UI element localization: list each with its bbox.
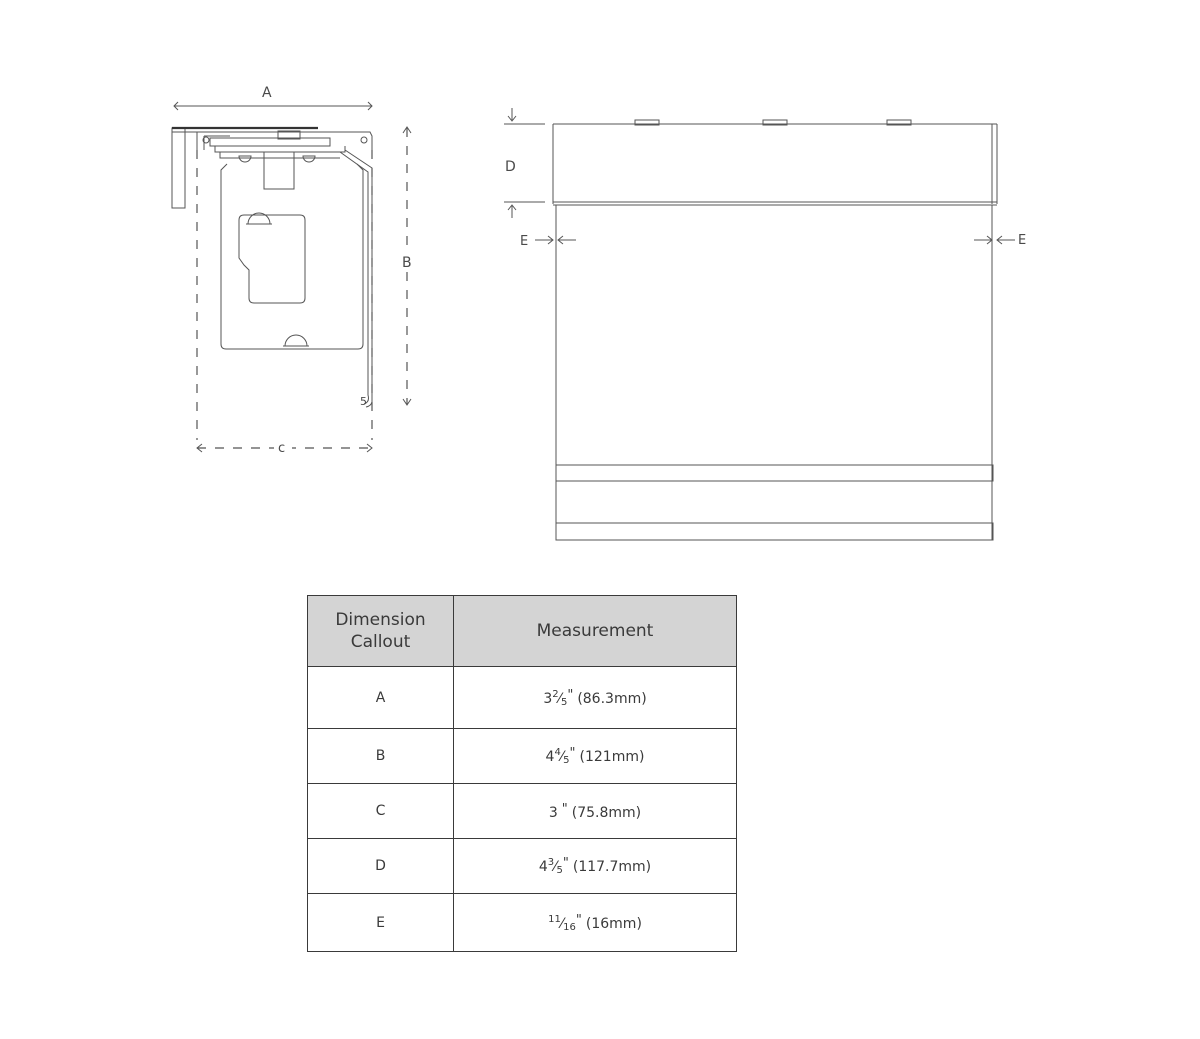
callout-cell: D [307,838,454,894]
dimension-c-label: c [278,441,285,456]
table-header-row: Dimension Callout Measurement [307,595,737,667]
front-headrail [552,123,998,206]
table-row: A 32⁄5"(86.3mm) [307,666,737,729]
callout-cell: A [307,666,454,729]
dimension-e-left-line [535,235,576,245]
header-dimension-callout: Dimension Callout [307,595,454,667]
dimension-e-right-line [974,235,1015,245]
table-row: D 43⁄5"(117.7mm) [307,838,737,894]
dimension-b-label: B [402,255,412,271]
mounting-bracket [220,151,364,350]
measurement-cell: 11⁄16"(16mm) [453,893,737,952]
measurement-cell: 43⁄5"(117.7mm) [453,838,737,894]
shade-fabric [555,205,993,540]
measurement-cell: 44⁄5"(121mm) [453,728,737,784]
dimension-e-right-label: E [1018,233,1026,248]
table-row: E 11⁄16"(16mm) [307,893,737,952]
table-row: B 44⁄5"(121mm) [307,728,737,784]
dimension-d-label: D [505,159,516,175]
callout-cell: B [307,728,454,784]
table-row: C 3"(75.8mm) [307,783,737,839]
dimension-b-line [402,126,412,406]
header-measurement: Measurement [453,595,737,667]
callout-cell: C [307,783,454,839]
dimension-c-line [196,443,373,453]
callout-cell: E [307,893,454,952]
dimension-a-line [173,101,373,111]
shade-fold-bar [555,464,994,482]
front-view: D E E [504,108,1026,541]
dimension-a-label: A [262,85,272,101]
dimension-d-line [504,108,545,218]
top-tab [634,119,660,126]
side-profile-view: A 5 [171,85,417,456]
dimension-table: Dimension Callout Measurement A 32⁄5"(86… [307,595,737,952]
measurement-cell: 32⁄5"(86.3mm) [453,666,737,729]
bottom-rail [555,522,994,541]
headrail-profile: 5 [171,126,373,408]
svg-text:5: 5 [360,395,367,408]
dimension-e-left-label: E [520,234,528,249]
top-tab [762,119,788,126]
top-tab [886,119,912,126]
measurement-cell: 3"(75.8mm) [453,783,737,839]
